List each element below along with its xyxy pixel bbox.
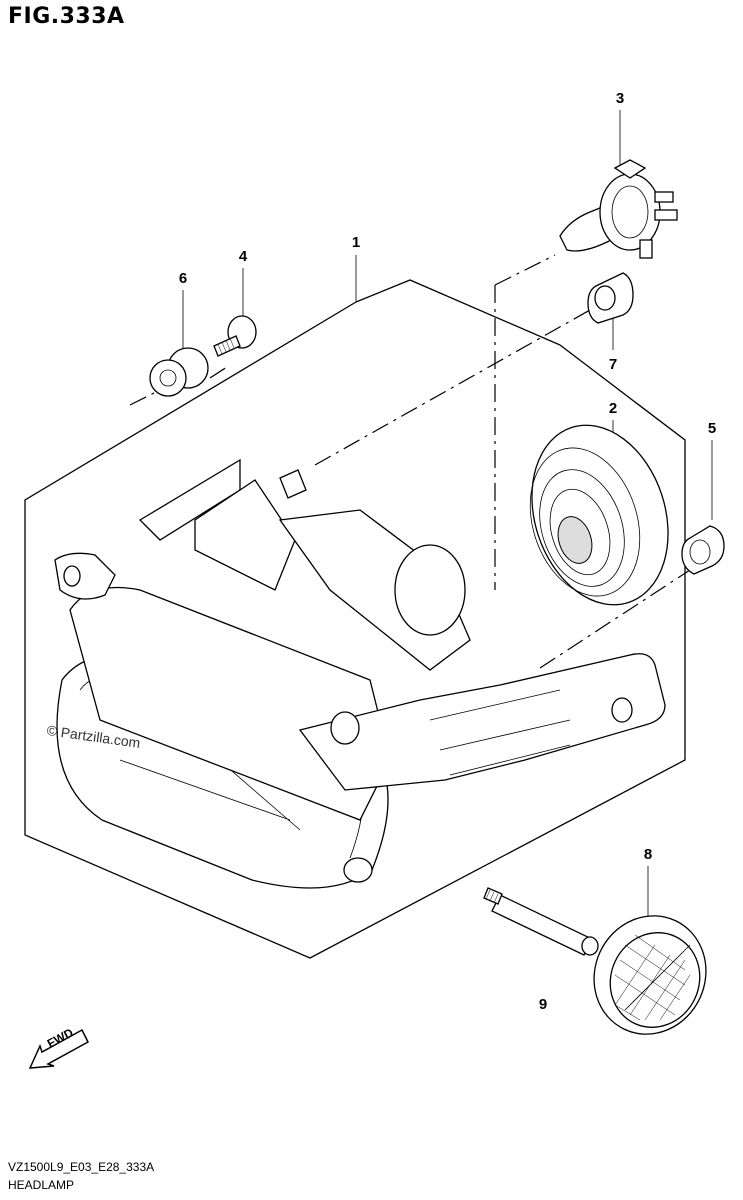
fwd-arrow-icon: FWD [28, 1025, 89, 1069]
callout-7: 7 [608, 356, 618, 373]
callout-2: 2 [608, 400, 618, 417]
callout-9: 9 [538, 996, 548, 1013]
headlamp-housing [54, 458, 666, 889]
callout-8: 8 [643, 846, 653, 863]
cushion-part [149, 347, 209, 397]
leader-lines [129, 110, 713, 920]
pin-part [483, 887, 599, 956]
callout-4: 4 [238, 248, 248, 265]
screw-part [213, 315, 257, 357]
side-grommet-part [681, 525, 725, 575]
figure-title: FIG.333A [8, 4, 125, 29]
reflector-part [593, 915, 707, 1035]
diagram-caption: HEADLAMP [8, 1178, 75, 1192]
bulb-part [559, 159, 678, 259]
callout-6: 6 [178, 270, 188, 287]
grommet-part [587, 272, 634, 324]
callout-1: 1 [351, 234, 361, 251]
callout-3: 3 [615, 90, 625, 107]
socket-part [529, 424, 669, 606]
assembly-boundary [24, 279, 686, 959]
callout-5: 5 [707, 420, 717, 437]
diagram-code: VZ1500L9_E03_E28_333A [8, 1160, 155, 1174]
